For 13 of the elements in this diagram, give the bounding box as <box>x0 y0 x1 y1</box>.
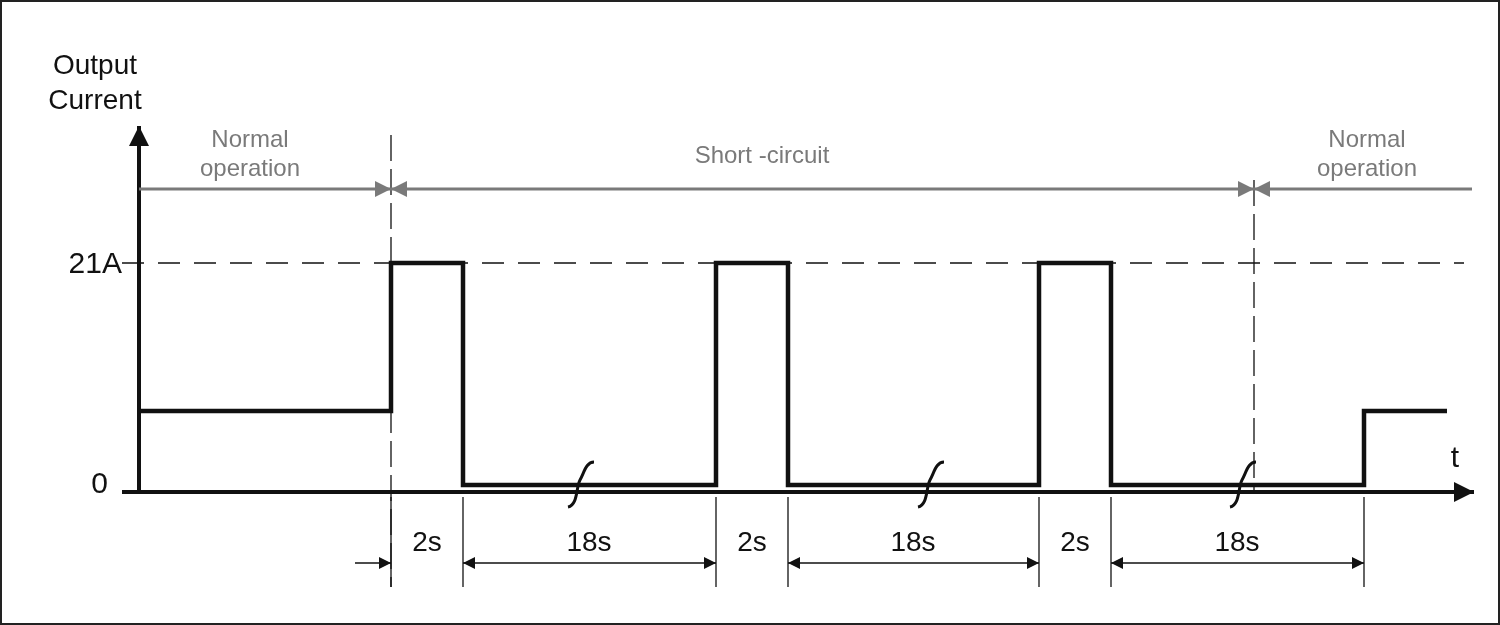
phase-label: Normal operation <box>1315 124 1419 182</box>
phase-label: Normal operation <box>198 124 302 182</box>
duration-label: 2s <box>737 526 767 558</box>
tick-label: 0 <box>91 466 108 500</box>
duration-label: 2s <box>1060 526 1090 558</box>
duration-label: 18s <box>890 526 936 558</box>
axis-title: Output Current <box>47 48 143 117</box>
duration-label: 18s <box>1214 526 1260 558</box>
duration-label: 18s <box>566 526 612 558</box>
tick-label: 21A <box>68 246 122 280</box>
axis-label: t <box>1450 440 1460 474</box>
duration-label: 2s <box>412 526 442 558</box>
phase-label: Short -circuit <box>694 139 830 169</box>
